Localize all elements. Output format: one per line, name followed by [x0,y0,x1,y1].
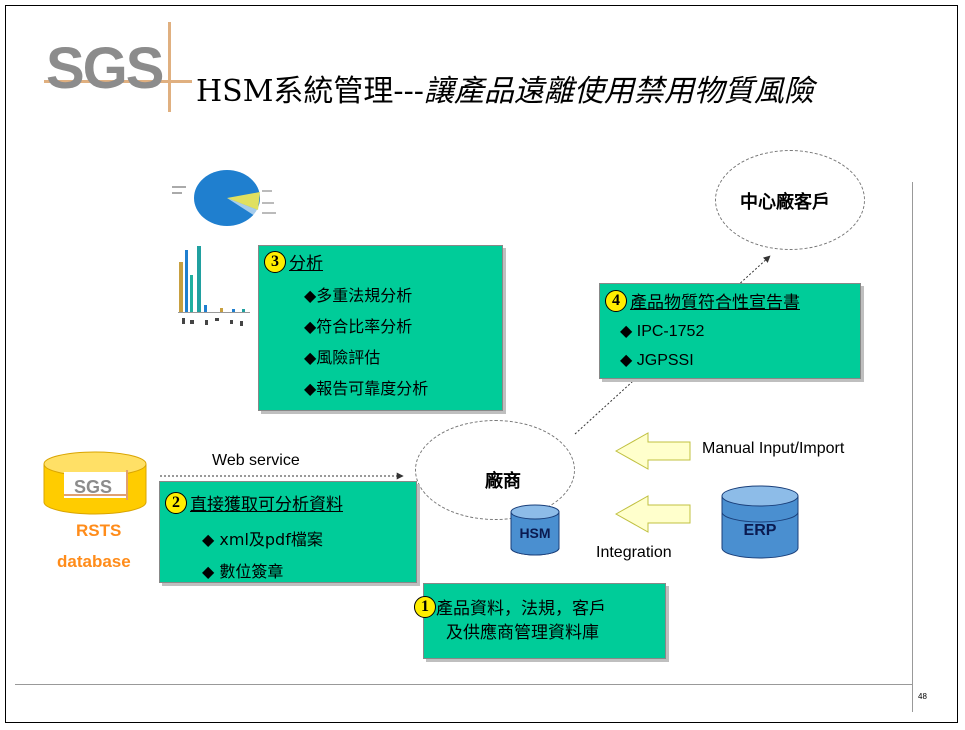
database-line2: 及供應商管理資料庫 [446,623,599,643]
title-sub: 讓產品遠離使用禁用物質風險 [423,74,814,109]
database-line1: 產品資料，法規，客戶 [436,599,606,619]
title-main: HSM系統管理--- [196,74,424,109]
pie-chart-thumbnail [172,170,276,226]
data-retrieval-item: ◆ xml及pdf檔案 [202,530,323,549]
erp-label: ERP [744,522,777,539]
slide-vertical-rule [912,182,913,712]
hsm-database-overlay: HSM [510,504,560,556]
step-2-badge: 2 [165,491,187,514]
erp-database-icon: ERP [721,485,799,559]
rsts-label: RSTS [76,521,122,540]
rsts-database-label: database [57,552,131,571]
vendor-label: 廠商 [485,471,521,491]
bar-chart-thumbnail [178,246,250,326]
declaration-item: ◆ IPC-1752 [620,323,705,340]
declaration-title: 產品物質符合性宣告書 [630,293,800,313]
step-3-badge: 3 [264,250,286,273]
sgs-logo-text: SGS [46,36,163,101]
manual-input-label: Manual Input/Import [702,440,845,457]
step-1-badge: 1 [414,595,436,618]
hsm-label-overlay: HSM [519,525,550,541]
slide-footer-rule [15,684,912,685]
manual-input-arrow [614,432,691,470]
web-service-label: Web service [212,452,300,469]
step-4-badge: 4 [605,289,627,312]
integration-label: Integration [596,544,672,561]
client-ellipse [715,150,865,250]
client-label: 中心廠客戶 [740,192,830,212]
page-title: HSM系統管理---讓產品遠離使用禁用物質風險 [196,66,814,110]
rsts-database-icon: SGS [43,451,147,515]
integration-arrow [614,495,691,533]
analysis-title: 分析 [289,254,323,274]
slide-frame [5,5,958,723]
analysis-item: ◆符合比率分析 [304,317,413,336]
analysis-item: ◆報告可靠度分析 [304,379,429,398]
vendor-ellipse [415,420,575,520]
data-retrieval-item: ◆ 數位簽章 [202,562,284,581]
data-retrieval-title: 直接獲取可分析資料 [190,495,343,515]
rsts-logo-text: SGS [74,477,112,497]
analysis-item: ◆多重法規分析 [304,286,413,305]
sgs-logo: SGS [44,22,192,112]
page-number: 48 [918,692,927,701]
analysis-item: ◆風險評估 [304,348,381,367]
declaration-item: ◆ JGPSSI [620,352,694,369]
